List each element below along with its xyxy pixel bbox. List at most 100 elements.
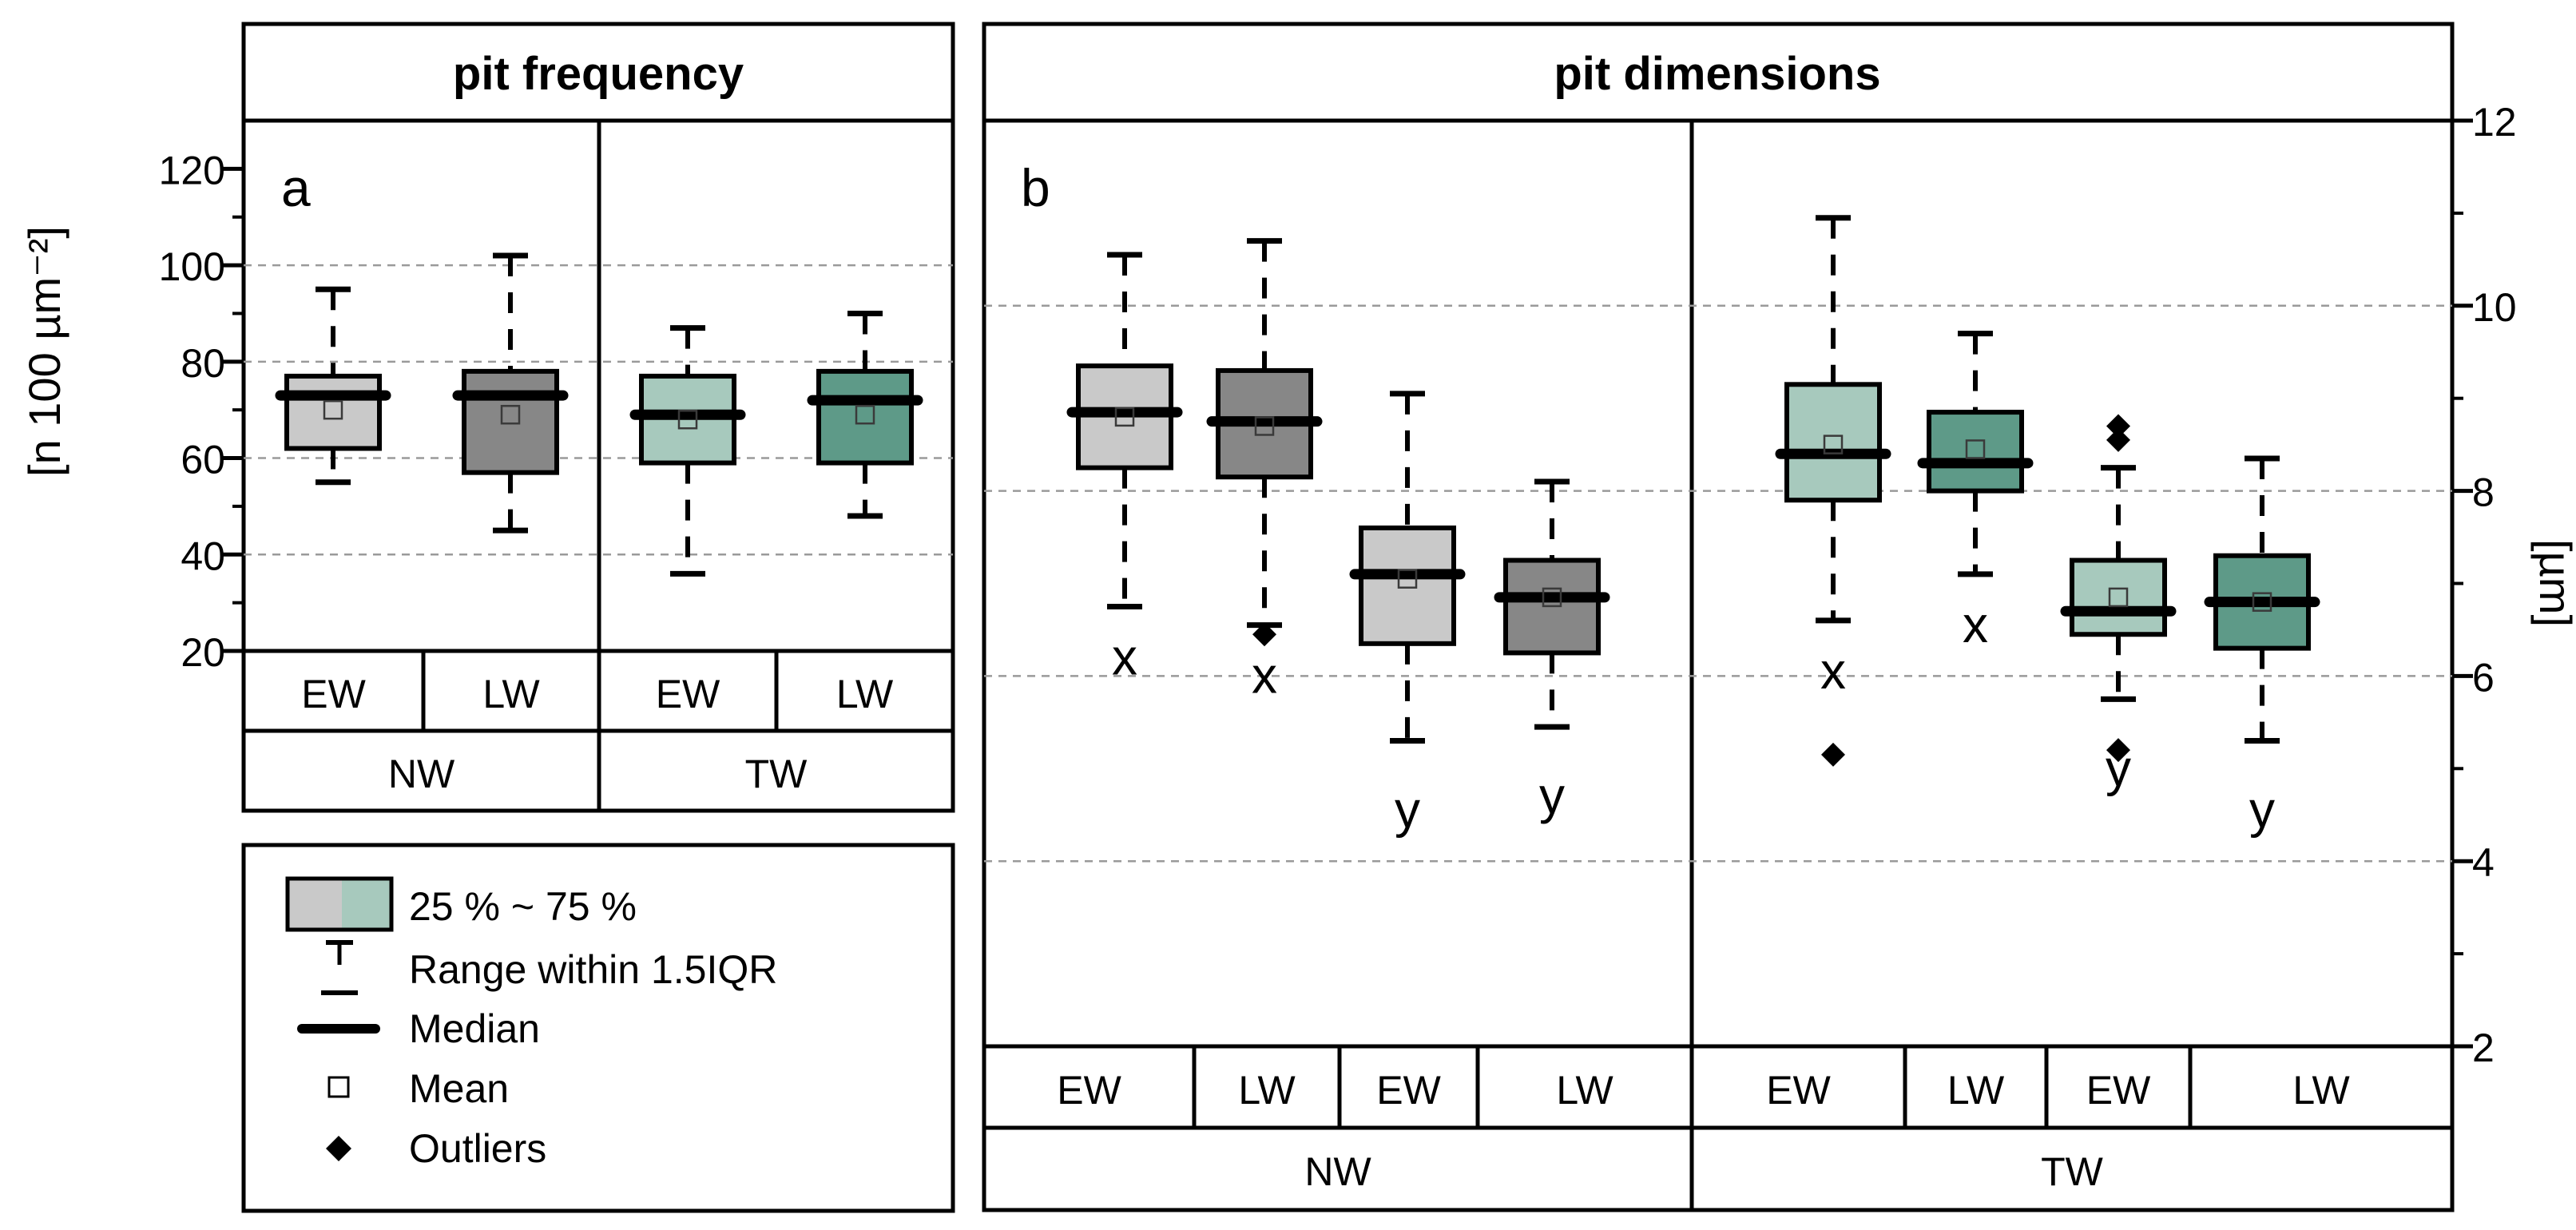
dimension-label: x bbox=[1112, 628, 1137, 685]
panel-a-zone-labels: EW LW EW LW bbox=[301, 672, 894, 716]
zone-label: EW bbox=[1057, 1068, 1121, 1113]
wood-type-label: TW bbox=[2041, 1149, 2104, 1194]
box-iqr bbox=[2070, 557, 2167, 637]
legend: 25 % ~ 75 % Range within 1.5IQR Median M… bbox=[241, 843, 955, 1213]
mean-marker bbox=[323, 399, 343, 420]
dimension-label: y bbox=[1539, 767, 1565, 824]
panel-b-label: b bbox=[1021, 158, 1050, 217]
legend-swatch-nw bbox=[288, 879, 342, 930]
wood-type-label: TW bbox=[745, 752, 808, 796]
panel-a-boxes bbox=[275, 252, 923, 577]
panel-b-wood-labels: NW TW bbox=[1304, 1149, 2103, 1194]
box-iqr bbox=[462, 368, 559, 475]
panel-b-y-ticks: 2 4 6 8 10 12 bbox=[2452, 100, 2517, 1070]
zone-label: LW bbox=[1556, 1068, 1613, 1113]
zone-label: LW bbox=[2292, 1068, 2350, 1113]
y-tick-label: 6 bbox=[2472, 655, 2495, 700]
zone-label: LW bbox=[482, 672, 540, 716]
dimension-label: x bbox=[1252, 647, 1277, 704]
wood-type-label: NW bbox=[1304, 1149, 1371, 1194]
dimension-label: x bbox=[1820, 642, 1846, 700]
panel-a-label: a bbox=[281, 158, 311, 217]
legend-label-range: Range within 1.5IQR bbox=[409, 947, 777, 992]
mean-marker bbox=[1114, 407, 1135, 427]
y-tick-label: 10 bbox=[2472, 285, 2517, 330]
box-iqr bbox=[1359, 525, 1456, 646]
wood-type-label: NW bbox=[388, 752, 455, 796]
y-tick-label: 80 bbox=[181, 341, 225, 386]
box-iqr bbox=[284, 373, 382, 451]
box-iqr bbox=[1927, 410, 2024, 494]
mean-marker bbox=[1397, 569, 1418, 589]
panel-b-y-axis-label: [µm] bbox=[2530, 539, 2576, 627]
legend-swatch-tw bbox=[342, 879, 391, 930]
mean-marker bbox=[2252, 592, 2272, 612]
y-tick-label: 4 bbox=[2472, 840, 2495, 885]
zone-label: EW bbox=[301, 672, 366, 716]
box-nw-ew-y: y bbox=[1349, 391, 1466, 839]
legend-whisker-symbol bbox=[321, 940, 358, 995]
box-nw-lw bbox=[452, 252, 569, 534]
box-iqr bbox=[816, 368, 914, 466]
legend-box-swatch bbox=[285, 876, 394, 932]
legend-label-iqr: 25 % ~ 75 % bbox=[409, 884, 637, 929]
outlier-marker bbox=[1252, 622, 1276, 647]
box-nw-lw-x: x bbox=[1206, 238, 1323, 704]
dimension-label: y bbox=[1395, 781, 1420, 839]
dimension-label: y bbox=[2249, 781, 2275, 839]
panel-a-y-axis-label: [n 100 µm⁻²] bbox=[19, 226, 69, 477]
panel-a-y-ticks: 20 40 60 80 100 120 bbox=[159, 148, 244, 675]
outlier-marker bbox=[2106, 738, 2130, 763]
y-tick-label: 8 bbox=[2472, 470, 2495, 515]
box-nw-lw-y: y bbox=[1494, 478, 1610, 824]
zone-label: LW bbox=[836, 672, 894, 716]
box-tw-lw-x: x bbox=[1917, 331, 2034, 653]
dimension-label: y bbox=[2106, 739, 2131, 796]
legend-label-outliers: Outliers bbox=[409, 1126, 546, 1171]
zone-label: EW bbox=[1766, 1068, 1831, 1113]
legend-mean-symbol bbox=[327, 1076, 350, 1098]
box-iqr bbox=[1784, 382, 1882, 503]
legend-label-mean: Mean bbox=[409, 1066, 509, 1111]
panel-a: pit frequency a [n 100 µm⁻²] 20406080100… bbox=[19, 22, 955, 813]
dimension-label: x bbox=[1963, 596, 1988, 653]
y-tick-label: 100 bbox=[159, 244, 225, 289]
legend-swatch-border bbox=[285, 876, 394, 932]
zone-label: EW bbox=[2086, 1068, 2151, 1113]
mean-marker bbox=[2108, 587, 2129, 608]
y-tick-label: 40 bbox=[181, 534, 225, 578]
panel-b-title: pit dimensions bbox=[1554, 48, 1880, 100]
panel-a-wood-labels: NW TW bbox=[388, 752, 808, 796]
mean-marker bbox=[1823, 434, 1844, 454]
zone-label: LW bbox=[1238, 1068, 1296, 1113]
box-nw-ew-x: x bbox=[1066, 252, 1183, 685]
y-tick-label: 12 bbox=[2472, 100, 2517, 145]
y-tick-label: 20 bbox=[181, 630, 225, 675]
box-nw-ew bbox=[275, 286, 391, 486]
mean-marker bbox=[677, 410, 698, 430]
zone-label: EW bbox=[656, 672, 720, 716]
mean-marker bbox=[855, 404, 875, 425]
y-tick-label: 2 bbox=[2472, 1026, 2495, 1070]
outlier-marker bbox=[2106, 427, 2130, 452]
panel-b-gridlines bbox=[984, 304, 2452, 863]
box-tw-ew-y: y bbox=[2060, 414, 2177, 796]
y-tick-label: 120 bbox=[159, 148, 225, 192]
legend-frame bbox=[241, 843, 955, 1213]
panel-b-boxes: x x y y x x y y bbox=[1066, 215, 2320, 839]
y-tick-label: 60 bbox=[181, 438, 225, 482]
zone-label: EW bbox=[1376, 1068, 1441, 1113]
mean-marker bbox=[500, 404, 521, 425]
mean-marker bbox=[1542, 587, 1562, 608]
box-tw-ew bbox=[629, 325, 746, 577]
box-tw-lw bbox=[807, 310, 923, 519]
legend-outlier-symbol bbox=[326, 1136, 351, 1161]
panel-b-frame bbox=[982, 22, 2455, 1212]
outlier-marker bbox=[1821, 742, 1845, 767]
mean-marker bbox=[1965, 439, 1986, 459]
outlier-marker bbox=[2106, 414, 2130, 438]
mean-marker bbox=[1254, 416, 1275, 436]
